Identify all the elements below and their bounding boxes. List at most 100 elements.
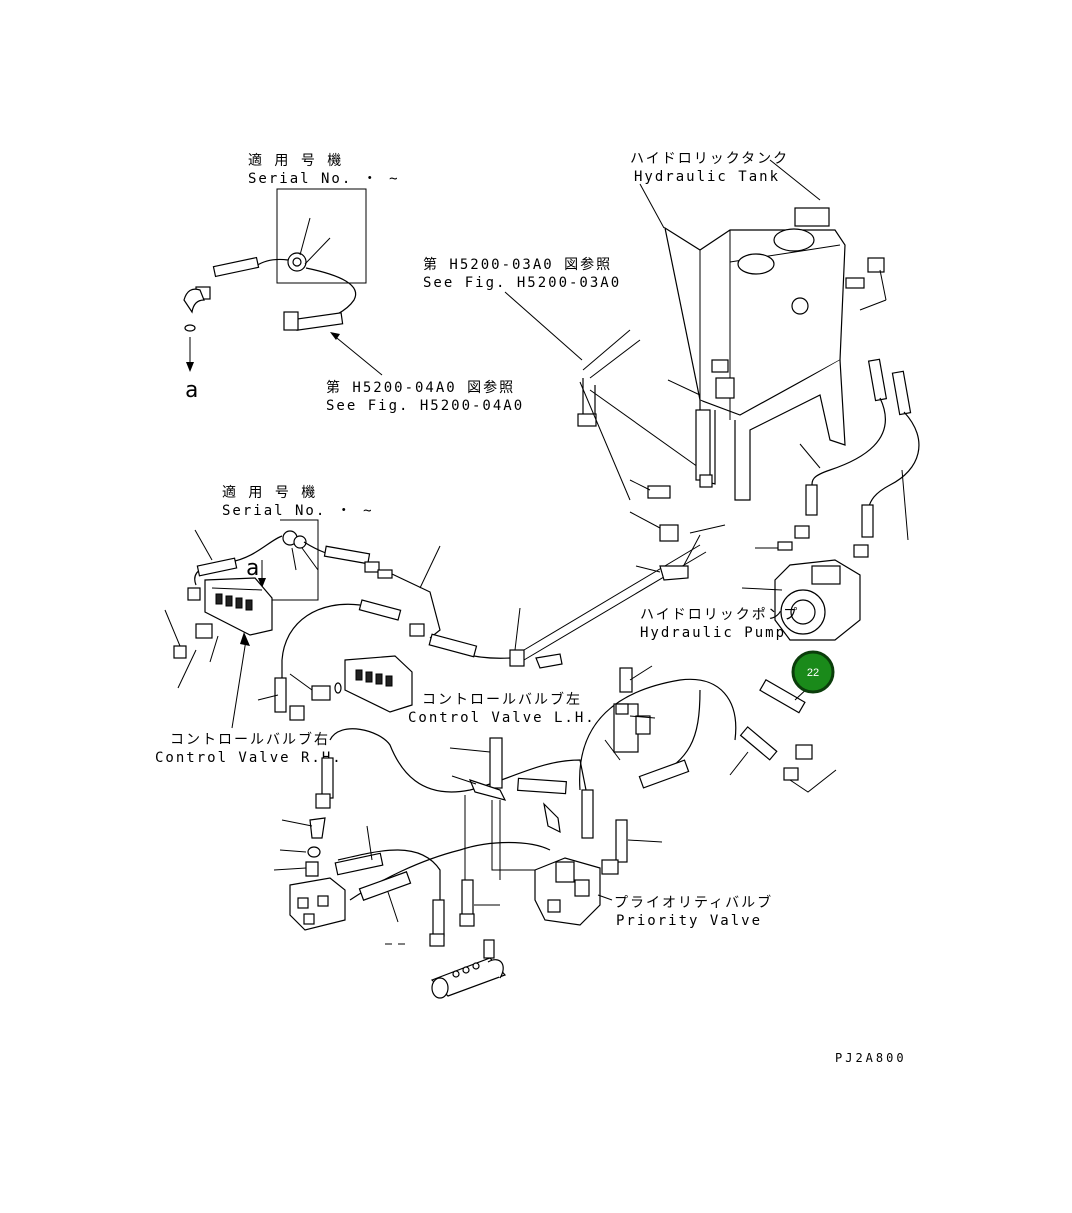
hose-crimp [891,370,912,416]
hose-crimp [581,789,594,839]
hose-crimp [615,819,628,863]
hose-crimp [196,557,238,577]
fig03-jp-label: 第 H5200-03A0 図参照 [423,256,612,273]
valve-port [547,899,561,913]
cv-left-en-label: Control Valve L.H. [408,710,596,726]
leader-line [366,825,373,861]
leader-line [879,269,887,301]
port [462,966,470,974]
hose-crimp [867,358,888,402]
valve-spool [375,673,383,685]
hose [523,544,701,651]
valve-cap [555,861,575,883]
hose-crimp [323,545,371,565]
serial-mid-en-label: Serial No. ・ ~ [222,503,374,519]
flow-arrow-head [186,362,194,372]
fig04-en-label: See Fig. H5200-04A0 [326,398,524,414]
leader-line [289,673,313,691]
fitting [173,645,187,659]
fitting [777,541,793,551]
serial-detail-box [276,188,367,284]
hose-crimp [695,409,711,481]
serial-mid-jp-label: 適 用 号 機 [222,484,317,501]
cv-left-jp-label: コントロールバルブ左 [422,691,582,708]
hose-crimp [294,312,344,331]
hose-crimp [274,677,287,713]
leader-line [769,159,821,201]
valve-spool [215,593,223,605]
hose [255,258,289,267]
serial-detail-top: 適 用 号 機 Serial No. ・ ~ a 第 H5200-04A0 図参… [183,152,524,414]
leader-line [629,665,653,681]
leader-line [799,443,821,469]
leader-line [629,715,656,719]
hose-crimp [212,256,260,278]
bolt [535,653,563,669]
tank-port [773,228,815,252]
leader-line [627,839,663,843]
cv-right-jp-label: コントロールバルブ右 [170,731,330,748]
tank-body [664,226,846,416]
fig03-reference: 第 H5200-03A0 図参照 See Fig. H5200-03A0 [423,256,706,501]
tank-port [737,253,775,275]
clamp [468,779,507,801]
leader-line [291,547,297,571]
detail-fitting [293,535,307,549]
leader-line [281,819,313,827]
priority-jp-label: プライオリティバルブ [614,894,773,911]
marker-a-top: a [185,378,200,403]
leader-line [729,751,749,776]
tank-fitting [711,359,729,373]
sight-gauge [791,297,809,315]
fitting [377,569,393,579]
bolt [647,485,671,499]
pump-supply-hoses [755,257,920,558]
pump-jp-label: ハイドロリックポンプ [640,607,799,623]
hose-crimp [861,504,874,538]
leader-line [597,894,613,901]
hose-crimp [759,678,806,714]
callout-badge[interactable] [791,650,835,694]
valve-spool [365,671,373,683]
fitting [615,703,629,715]
fitting [845,277,865,289]
leader-line [589,389,706,473]
valve-edge [211,587,263,591]
elbow-fitting [487,959,504,979]
callout-22[interactable]: 22 [791,650,835,694]
middle-hoses [257,409,726,721]
hose-crimp [739,726,778,761]
fitting [195,623,213,639]
hose [337,849,441,900]
leader-line [635,565,661,573]
fitting [794,525,810,539]
fitting [429,933,445,947]
leader-line [579,381,631,501]
serial-top-en-label: Serial No. ・ ~ [248,171,400,187]
callout-number[interactable]: 22 [807,667,819,679]
leader-line [689,524,726,534]
elbow-fitting [183,288,205,314]
fitting [853,544,869,558]
fitting [409,623,425,637]
hose [194,535,283,586]
leader-line [331,333,383,376]
detail-fitting-bore [292,257,302,267]
fig03-en-label: See Fig. H5200-03A0 [423,275,621,291]
leader-line [449,747,491,753]
fitting [283,311,299,331]
leader-line [504,291,583,361]
port [317,895,329,907]
leader-line [667,379,701,396]
leader-line [304,237,331,265]
leader-line [299,217,311,256]
fitting [783,767,799,781]
leader-line [194,529,213,561]
leader-line [451,775,477,785]
priority-en-label: Priority Valve [616,913,762,929]
fitting [289,705,305,721]
leader-line [279,849,307,853]
leader-arrow [240,632,250,646]
hydraulic-pump: ハイドロリックポンプ Hydraulic Pump [640,559,861,641]
leader-line [859,299,887,311]
